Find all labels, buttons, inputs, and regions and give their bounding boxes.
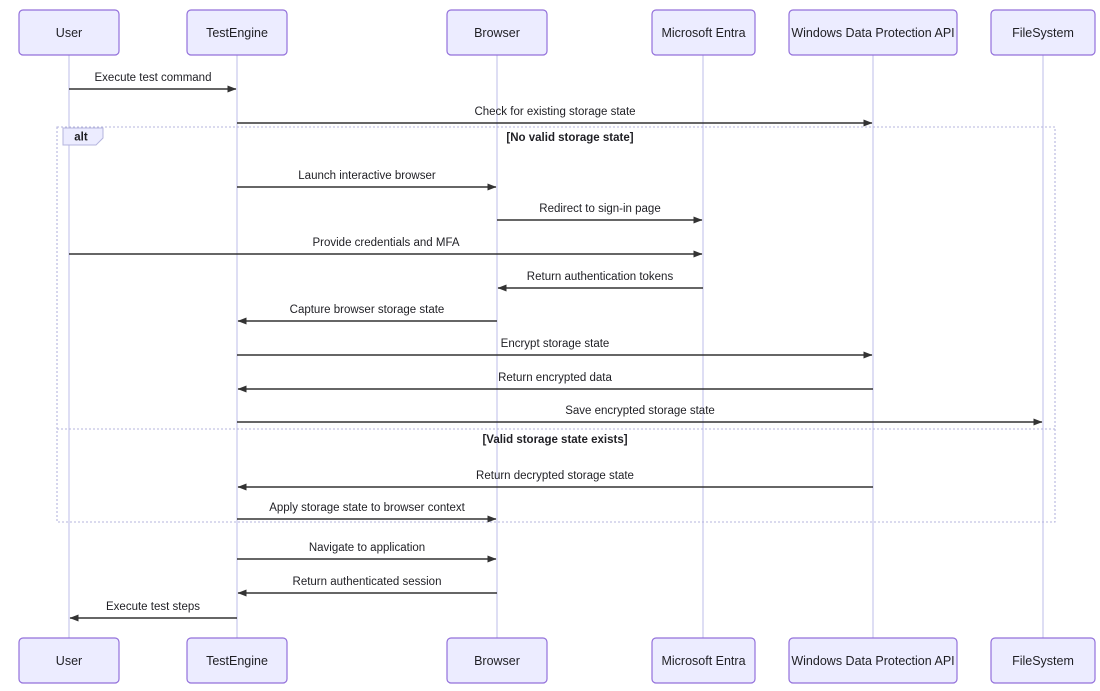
alt-condition-label-1: [No valid storage state] [506,132,633,144]
participant-label: FileSystem [1012,654,1074,668]
message-m11: Return decrypted storage state [237,470,873,491]
participant-testengine-bottom[interactable]: TestEngine [186,637,288,684]
alt-condition-label-2: [Valid storage state exists] [482,434,627,446]
participant-testengine-top[interactable]: TestEngine [186,9,288,56]
message-label: Redirect to sign-in page [539,203,660,215]
participant-label: User [56,654,82,668]
message-label: Return decrypted storage state [476,470,634,482]
participant-label: Microsoft Entra [661,26,745,40]
message-label: Capture browser storage state [290,304,445,316]
participant-box[interactable] [18,9,120,56]
message-m14: Return authenticated session [237,576,497,597]
message-m15: Execute test steps [69,601,237,622]
participant-dpapi-bottom[interactable]: Windows Data Protection API [788,637,958,684]
message-m13: Navigate to application [237,542,497,563]
participant-label: Microsoft Entra [661,654,745,668]
participant-entra-bottom[interactable]: Microsoft Entra [651,637,756,684]
participant-box[interactable] [788,9,958,56]
message-label: Check for existing storage state [474,106,635,118]
message-m4: Redirect to sign-in page [497,203,703,224]
participant-box[interactable] [186,9,288,56]
alt-badge [62,127,104,146]
alt-frame-border [56,126,1056,523]
participant-boxes-top: User TestEngine Browser Microsoft Entra Wind… [18,9,1096,56]
message-label: Save encrypted storage state [565,405,715,417]
message-label: Return authenticated session [293,576,442,588]
message-m1: Execute test command [69,72,237,93]
participant-user-top[interactable]: User [18,9,120,56]
participant-label: Browser [474,26,520,40]
message-m2: Check for existing storage state [237,106,873,127]
message-m5: Provide credentials and MFA [69,237,703,258]
participant-browser-top[interactable]: Browser [446,9,548,56]
alt-badge-label: alt [74,132,88,144]
alt-frame-layer: alt [No valid storage state] [Valid storag… [56,126,1056,523]
message-label: Execute test steps [106,601,200,613]
message-label: Return authentication tokens [527,271,674,283]
participant-box[interactable] [990,9,1096,56]
message-m7: Capture browser storage state [237,304,497,325]
participant-box[interactable] [651,637,756,684]
message-label: Navigate to application [309,542,425,554]
message-m3: Launch interactive browser [237,170,497,191]
participant-label: FileSystem [1012,26,1074,40]
message-label: Return encrypted data [498,372,612,384]
participant-filesystem-top[interactable]: FileSystem [990,9,1096,56]
message-m9: Return encrypted data [237,372,873,393]
message-m10: Save encrypted storage state [237,405,1043,426]
message-m8: Encrypt storage state [237,338,873,359]
participant-label: Windows Data Protection API [791,654,954,668]
message-m12: Apply storage state to browser context [237,502,497,523]
participant-label: TestEngine [206,26,268,40]
participant-box[interactable] [446,9,548,56]
message-label: Execute test command [95,72,212,84]
participant-box[interactable] [990,637,1096,684]
message-m6: Return authentication tokens [497,271,703,292]
message-label: Encrypt storage state [501,338,610,350]
participant-boxes-bottom: User TestEngine Browser Microsoft Entra Wind… [18,637,1096,684]
participant-user-bottom[interactable]: User [18,637,120,684]
participant-box[interactable] [788,637,958,684]
message-label: Apply storage state to browser context [269,502,465,514]
lifelines-layer [68,55,1044,638]
participant-label: User [56,26,82,40]
participant-label: Browser [474,654,520,668]
participant-dpapi-top[interactable]: Windows Data Protection API [788,9,958,56]
participant-browser-bottom[interactable]: Browser [446,637,548,684]
message-label: Launch interactive browser [298,170,436,182]
participant-label: Windows Data Protection API [791,26,954,40]
participant-box[interactable] [186,637,288,684]
participant-entra-top[interactable]: Microsoft Entra [651,9,756,56]
participant-box[interactable] [651,9,756,56]
participant-box[interactable] [446,637,548,684]
participant-filesystem-bottom[interactable]: FileSystem [990,637,1096,684]
participant-label: TestEngine [206,654,268,668]
message-label: Provide credentials and MFA [312,237,459,249]
participant-box[interactable] [18,637,120,684]
